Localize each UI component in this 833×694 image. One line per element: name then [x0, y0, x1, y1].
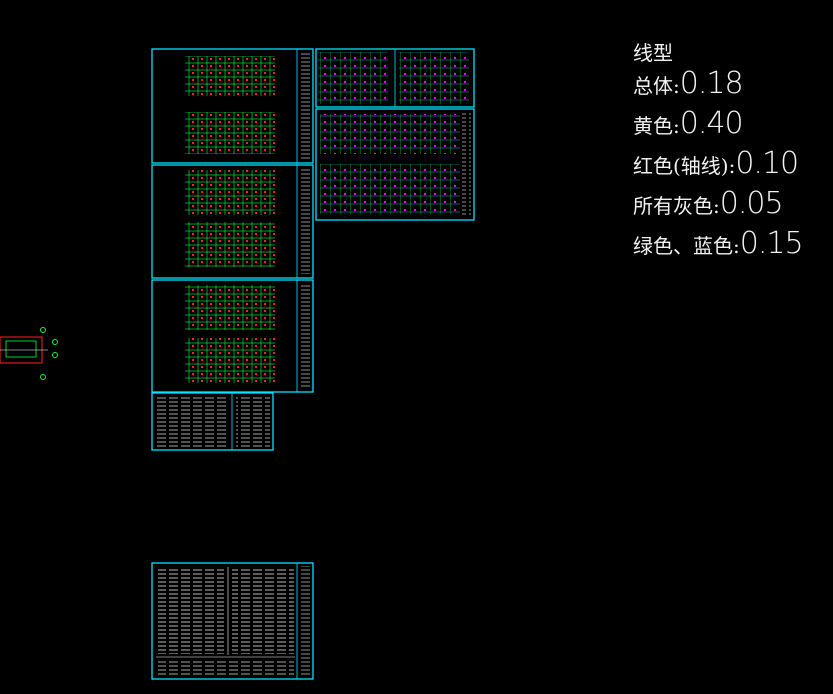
legend-value: 0.18: [679, 66, 744, 101]
sheet-schedule-tables[interactable]: [151, 392, 274, 451]
legend-value: 0.40: [679, 106, 744, 141]
sheet-details[interactable]: [315, 48, 475, 108]
legend-label: 所有灰色:: [633, 194, 720, 218]
legend-row-green-blue: 绿色、蓝色:0.15: [633, 226, 804, 266]
legend-value: 0.10: [735, 146, 799, 181]
legend-row-gray: 所有灰色:0.05: [633, 186, 803, 226]
sheet-design-notes[interactable]: [151, 562, 314, 680]
legend-row-overall: 总体:0.18: [633, 66, 803, 106]
sheet-floor-plan-3[interactable]: [151, 279, 314, 393]
legend-value: 0.15: [739, 226, 804, 261]
sheet-floor-plan-1[interactable]: [151, 48, 314, 164]
legend-value: 0.05: [719, 186, 784, 221]
legend-row-red-axis: 红色(轴线):0.10: [633, 146, 803, 186]
lineweight-legend: 线型 总体:0.18 黄色:0.40 红色(轴线):0.10 所有灰色:0.05…: [633, 40, 804, 266]
legend-title: 线型: [633, 41, 673, 65]
site-detail-drawing[interactable]: [0, 327, 58, 380]
legend-label: 绿色、蓝色:: [633, 234, 740, 258]
legend-label: 红色(轴线):: [633, 154, 736, 178]
sheet-elevations[interactable]: [315, 108, 475, 221]
legend-label: 总体:: [633, 74, 680, 98]
legend-row-yellow: 黄色:0.40: [633, 106, 803, 146]
sheet-floor-plan-2[interactable]: [151, 164, 314, 279]
legend-label: 黄色:: [633, 114, 680, 138]
